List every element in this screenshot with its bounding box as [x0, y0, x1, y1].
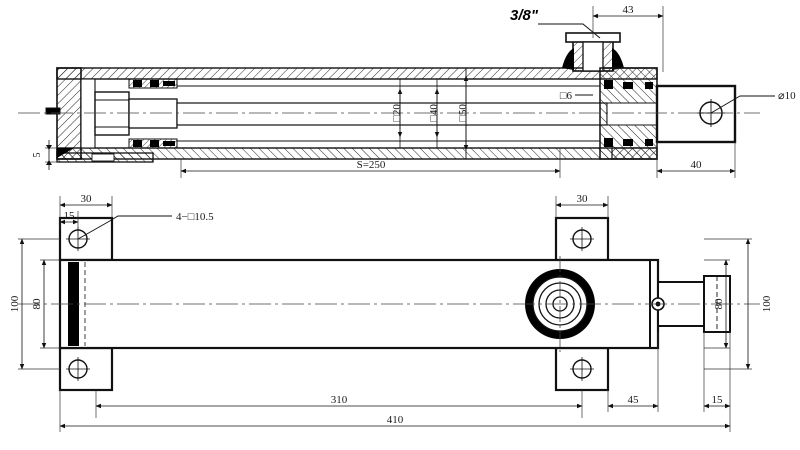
front-head-section	[599, 67, 658, 160]
piston-assembly-section	[94, 91, 608, 136]
label-bore-40: □40	[428, 104, 440, 122]
label-lug-30-left: 30	[81, 193, 93, 205]
label-height-100-left: 100	[9, 295, 21, 312]
rear-mount-flange	[56, 148, 154, 163]
rear-end-cap	[45, 67, 96, 160]
bore-callouts	[397, 75, 469, 151]
rear-seal-band	[68, 262, 79, 346]
port-leader-line	[538, 23, 601, 39]
sectional-side-view	[18, 6, 775, 178]
label-end-40: 40	[691, 159, 703, 171]
label-height-80-right: 80	[713, 298, 725, 310]
label-len-45: 45	[628, 394, 640, 406]
mounting-lugs	[58, 216, 610, 392]
dim-length-chain	[59, 332, 731, 432]
label-bore-20: □20	[391, 104, 403, 122]
dim-lug-30-left	[59, 196, 113, 218]
dim-end-40	[656, 142, 736, 178]
label-lug-30-right: 30	[577, 193, 589, 205]
label-len-310: 310	[331, 394, 348, 406]
label-port-square: □6	[560, 90, 573, 102]
dimension-labels: 3/8" 43 □6 ⌀10 □20 □40 □50 S=250 5 40 30…	[9, 4, 796, 426]
plan-view	[18, 196, 760, 432]
dim-height-left	[18, 238, 60, 370]
label-port-thread: 3/8"	[510, 7, 539, 24]
label-stroke: S=250	[357, 159, 386, 171]
label-bolt-holes: 4−□10.5	[176, 211, 214, 223]
label-wall-5: 5	[32, 153, 43, 158]
label-bore-50: □50	[457, 104, 469, 122]
rear-seal-pack	[128, 78, 178, 149]
port-boss-section	[562, 32, 624, 72]
rod-eye-leader	[710, 95, 775, 114]
dim-lug-15-left	[59, 211, 79, 230]
dim-port-offset	[592, 6, 664, 72]
label-len-410: 410	[387, 414, 404, 426]
label-height-80-left: 80	[31, 298, 43, 310]
dim-wall-5	[45, 140, 57, 170]
label-lug-15-left: 15	[64, 210, 76, 222]
label-rod-eye-dia: ⌀10	[778, 90, 796, 102]
label-port-offset: 43	[623, 4, 635, 16]
dim-height-right	[704, 238, 752, 370]
label-height-100-right: 100	[761, 295, 773, 312]
dim-lug-30-right	[555, 196, 609, 218]
rod-eye	[655, 84, 737, 144]
bolt-hole-leader	[77, 215, 172, 240]
label-len-15: 15	[712, 394, 724, 406]
dim-stroke	[180, 148, 561, 178]
